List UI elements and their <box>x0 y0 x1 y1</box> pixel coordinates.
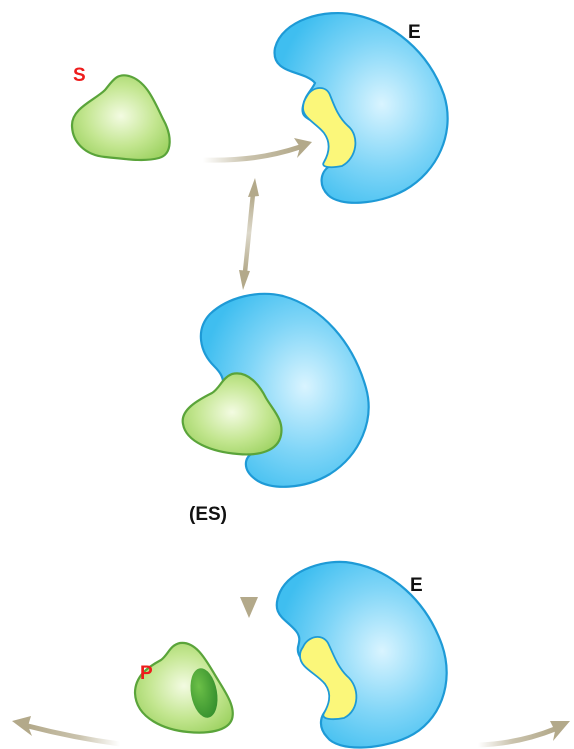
product-cleavage-hole <box>190 668 218 718</box>
active-site-top <box>302 87 357 169</box>
product-label: P <box>140 663 153 684</box>
substrate-s-shape <box>70 74 171 162</box>
binding-arrow <box>200 138 312 163</box>
substrate-bound <box>181 372 283 456</box>
complex-label: (ES) <box>189 504 227 525</box>
enzyme-bottom-label: E <box>410 575 423 596</box>
enzyme-top-label: E <box>408 22 421 43</box>
substrate-label: S <box>73 65 86 86</box>
enzyme-release-arrow <box>475 721 570 748</box>
active-site-bottom <box>299 636 358 721</box>
equilibrium-arrow <box>239 178 259 290</box>
enzyme-substrate-complex <box>181 292 370 488</box>
product-p-shape <box>133 641 234 734</box>
enzyme-e-bottom <box>275 560 448 749</box>
enzyme-e-top <box>273 11 449 204</box>
catalysis-arrow <box>240 533 258 618</box>
product-release-arrow <box>12 716 123 747</box>
